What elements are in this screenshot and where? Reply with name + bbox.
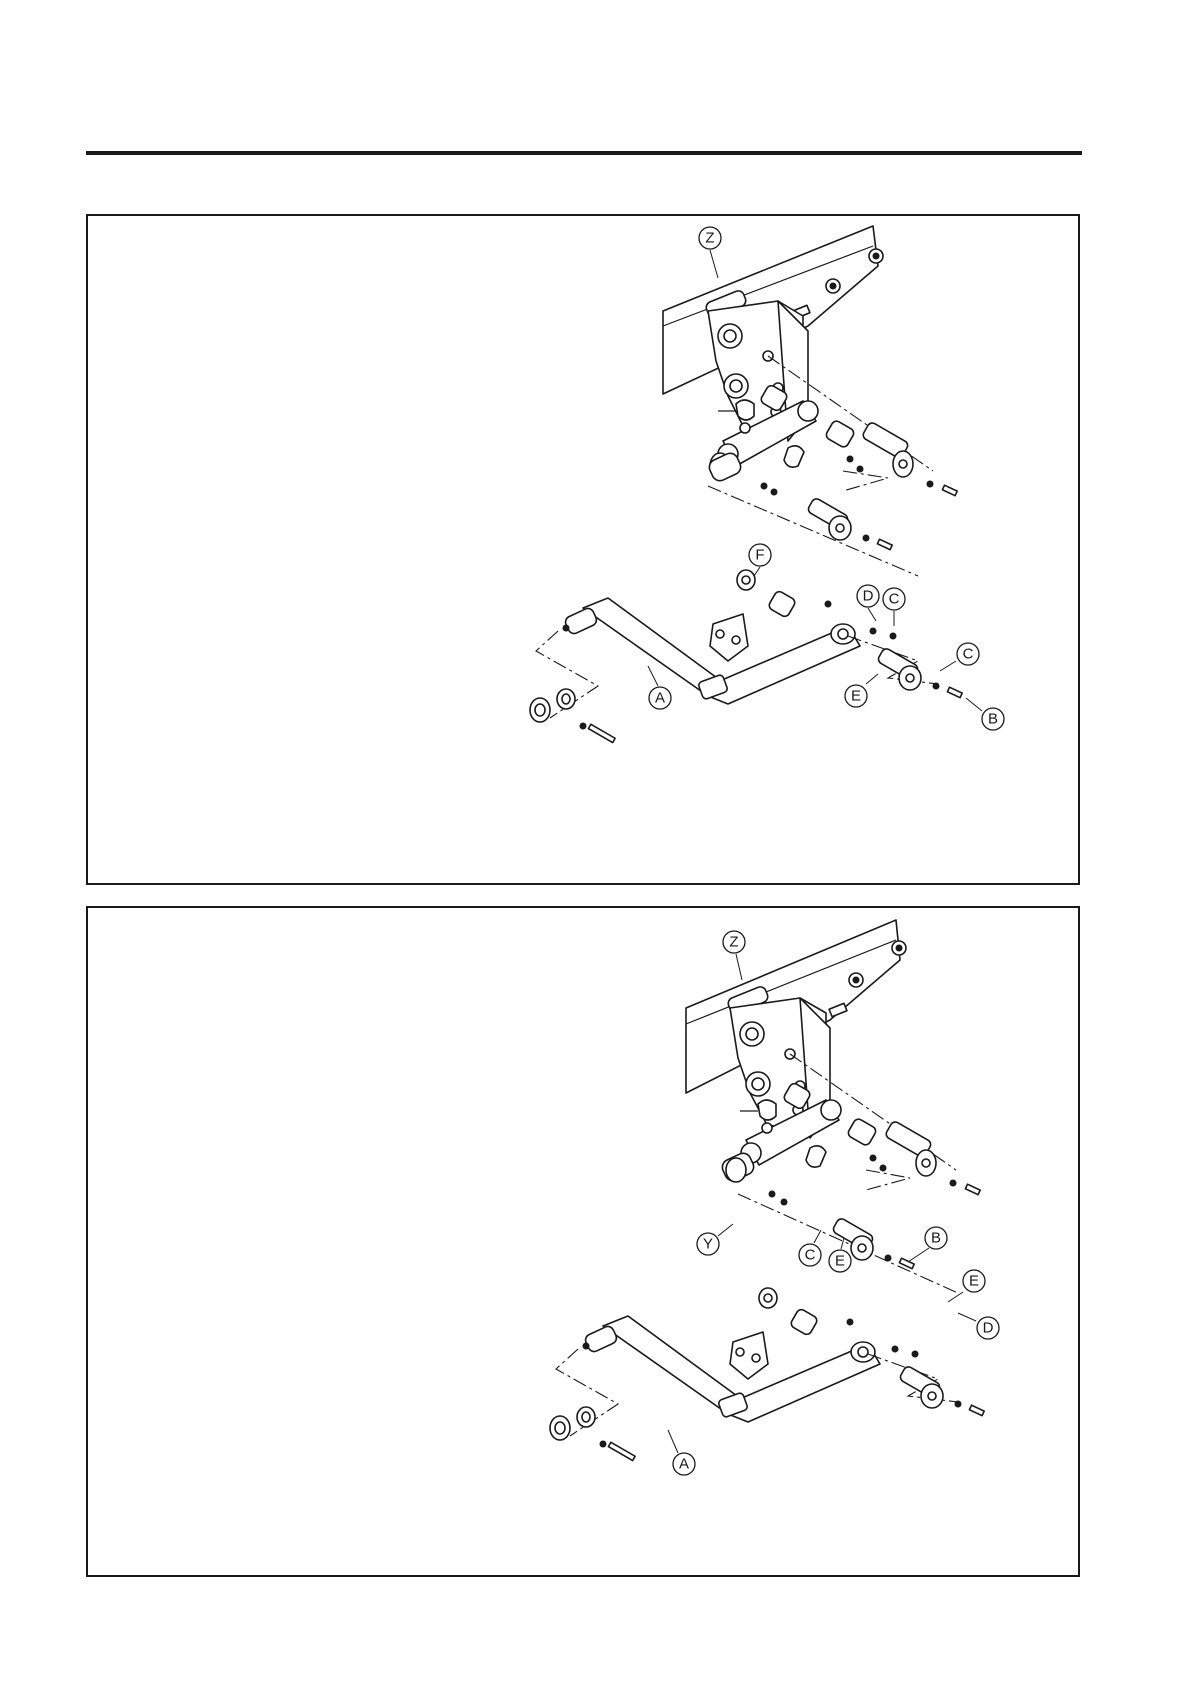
callout-f: F bbox=[749, 544, 771, 566]
callout-c-2: C bbox=[957, 643, 979, 665]
callout-c-2-label: C bbox=[963, 646, 974, 663]
callout-d: D bbox=[977, 1317, 999, 1339]
callout-b-label: B bbox=[931, 1230, 941, 1247]
callout-b: B bbox=[982, 708, 1004, 730]
lower-pin-1 bbox=[761, 483, 892, 550]
lower-pin-2 bbox=[870, 628, 962, 698]
exploded-view-panel-1: Z F D C C A E B bbox=[86, 214, 1080, 885]
lower-bushing bbox=[759, 1288, 853, 1336]
callout-b: B bbox=[925, 1227, 947, 1249]
exploded-diagram-2: Z Y C E B E D A bbox=[88, 908, 1078, 1575]
header-rule bbox=[86, 151, 1082, 155]
callout-z-label: Z bbox=[705, 230, 714, 247]
callout-z-label: Z bbox=[729, 934, 738, 951]
callout-c-label: C bbox=[805, 1247, 816, 1264]
lower-pin-2 bbox=[892, 1346, 984, 1416]
callout-y-label: Y bbox=[703, 1236, 713, 1253]
callout-a: A bbox=[673, 1453, 695, 1475]
callout-d-label: D bbox=[983, 1320, 994, 1337]
callout-e-2-label: E bbox=[969, 1273, 979, 1290]
callout-f-label: F bbox=[755, 547, 764, 564]
lower-arm bbox=[563, 598, 860, 704]
callout-b-label: B bbox=[988, 711, 998, 728]
callout-a: A bbox=[649, 687, 671, 709]
lower-arm bbox=[583, 1316, 880, 1422]
callout-d: D bbox=[857, 585, 879, 607]
callout-a-label: A bbox=[679, 1456, 689, 1473]
washers bbox=[550, 1407, 635, 1461]
callout-e-1-label: E bbox=[835, 1253, 845, 1270]
callout-c: C bbox=[799, 1244, 821, 1266]
upper-pin bbox=[870, 1120, 980, 1194]
lower-bushing bbox=[737, 570, 831, 618]
callout-e-1: E bbox=[829, 1250, 851, 1272]
callout-c-1-label: C bbox=[889, 591, 900, 608]
callout-z: Z bbox=[723, 931, 745, 953]
callout-e-label: E bbox=[851, 688, 861, 705]
washers bbox=[530, 689, 615, 743]
callout-e: E bbox=[845, 685, 867, 707]
callout-d-label: D bbox=[863, 588, 874, 605]
callout-c-1: C bbox=[883, 588, 905, 610]
callout-a-label: A bbox=[655, 690, 665, 707]
exploded-diagram-1: Z F D C C A E B bbox=[88, 216, 1078, 883]
callout-e-2: E bbox=[963, 1270, 985, 1292]
callout-y: Y bbox=[697, 1233, 719, 1255]
callout-z: Z bbox=[699, 227, 721, 249]
exploded-view-panel-2: Z Y C E B E D A bbox=[86, 906, 1080, 1577]
